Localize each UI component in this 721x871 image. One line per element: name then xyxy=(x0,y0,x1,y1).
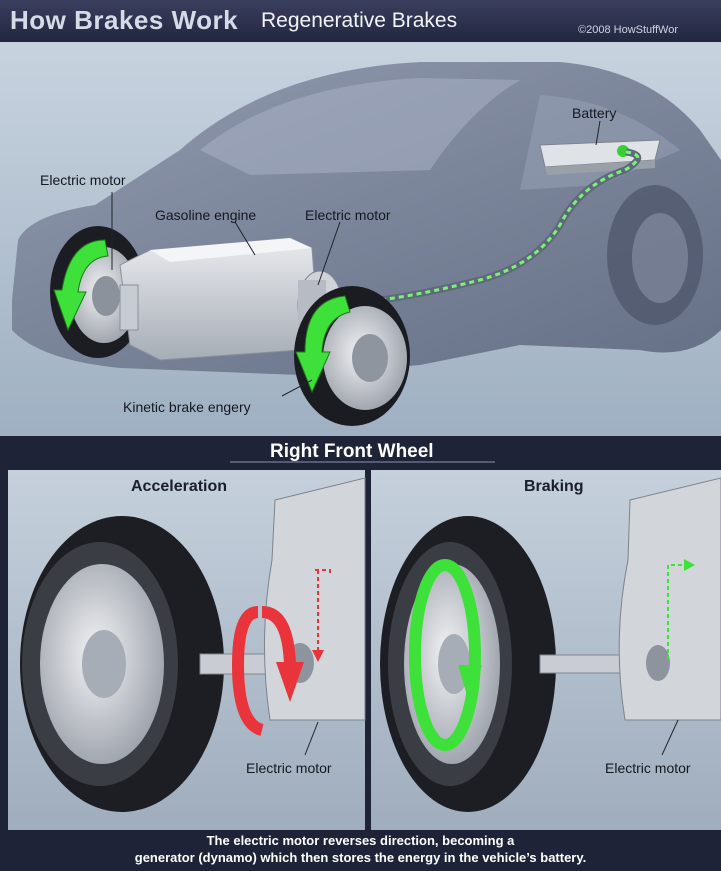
section-title: Right Front Wheel xyxy=(270,441,434,462)
braking-rotation-arrow xyxy=(409,559,481,751)
header-bar: How Brakes Work Regenerative Brakes ©200… xyxy=(0,0,721,42)
header-title: How Brakes Work xyxy=(10,5,239,35)
braking-title: Braking xyxy=(524,478,584,495)
acceleration-motor-label: Electric motor xyxy=(246,760,332,776)
acceleration-rotation-arrow xyxy=(231,606,265,736)
acceleration-current-line xyxy=(315,569,331,650)
energy-flow-line xyxy=(379,150,640,302)
label-gasoline-engine: Gasoline engine xyxy=(155,207,257,223)
braking-motor-housing xyxy=(618,477,721,721)
label-kinetic-brake-energy: Kinetic brake engery xyxy=(123,399,251,415)
callout-lines xyxy=(111,120,601,397)
acceleration-motor-housing xyxy=(263,477,366,721)
right-wheel-rotation-arrow xyxy=(295,295,351,394)
label-electric-motor-right: Electric motor xyxy=(305,207,391,223)
braking-current-line xyxy=(667,564,685,660)
label-battery: Battery xyxy=(572,105,617,121)
caption-line-2: generator (dynamo) which then stores the… xyxy=(134,850,587,865)
caption-line-1: The electric motor reverses direction, b… xyxy=(206,833,515,848)
braking-wheel xyxy=(380,516,556,812)
left-wheel-rotation-arrow xyxy=(53,239,109,332)
copyright-notice: ©2008 HowStuffWor xyxy=(578,24,679,36)
section-title-bar xyxy=(0,436,721,468)
header-subtitle: Regenerative Brakes xyxy=(261,9,458,32)
braking-motor-label: Electric motor xyxy=(605,760,691,776)
acceleration-title: Acceleration xyxy=(131,478,228,495)
gasoline-engine-graphic xyxy=(119,237,319,361)
battery-graphic xyxy=(539,139,661,175)
label-electric-motor-left: Electric motor xyxy=(40,172,126,188)
caption-band xyxy=(0,830,721,871)
acceleration-wheel xyxy=(20,516,224,812)
